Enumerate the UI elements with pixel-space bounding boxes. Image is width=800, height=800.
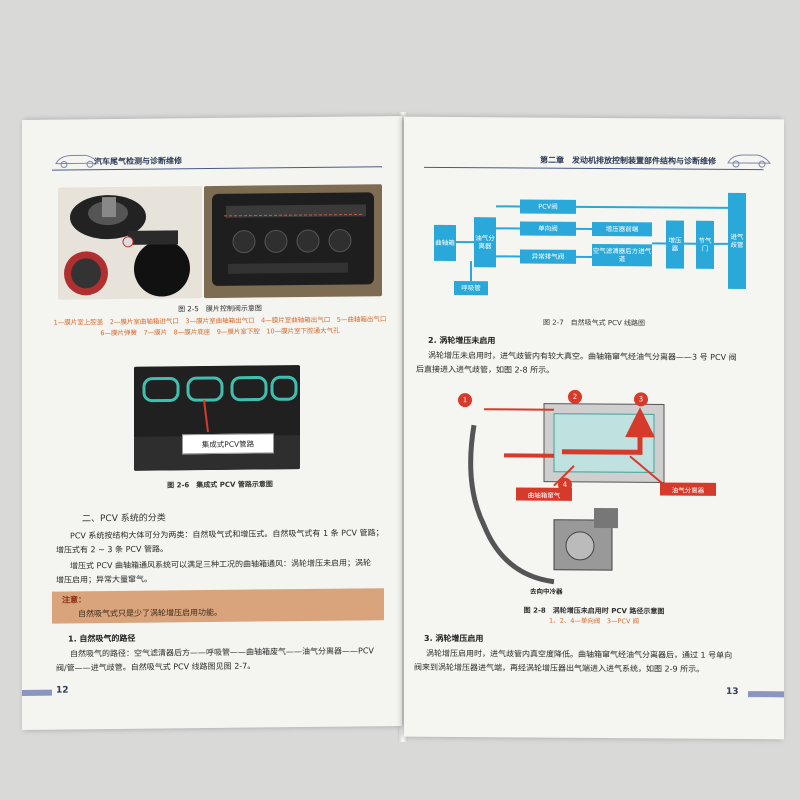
- car-icon: [55, 154, 99, 169]
- flow-intake-manifold: 进气歧管: [728, 192, 746, 290]
- flow-throttle: 节气门: [696, 220, 714, 269]
- para3b: 阀/管——进气歧管。自然吸气式 PCV 线路图见图 2-7。: [56, 661, 256, 673]
- section-title: 二、PCV 系统的分类: [82, 513, 166, 525]
- marker-1: 1: [458, 393, 472, 408]
- valve-cover-photo: [204, 184, 382, 299]
- subsection-2: 2. 涡轮增压未启用: [428, 335, 496, 346]
- fig27-caption: 图 2-7 自然吸气式 PCV 线路图: [542, 318, 645, 328]
- right-page: 第二章 发动机排放控制装置部件结构与诊断维修 曲轴箱 油气分离器 PCV阀 单向…: [404, 116, 784, 740]
- flow-separator: 油气分离器: [474, 217, 496, 268]
- subsection-3: 3. 涡轮增压启用: [424, 633, 484, 644]
- flow-crankcase: 曲轴箱: [434, 224, 456, 262]
- diaphragm-valve-photo: [58, 186, 202, 300]
- running-header: 汽车尾气检测与诊断维修: [94, 156, 182, 167]
- fig25-legend-line2: 6—膜片弹簧 7—膜片 8—膜片底座 9—膜片室下腔 10—膜片室下腔通大气孔: [100, 326, 340, 338]
- page-number-left: 12: [56, 685, 69, 696]
- flow-abnormal-valve: 异常排气阀: [520, 249, 576, 264]
- subsection-1: 1. 自然吸气的路径: [68, 633, 136, 644]
- marker-3: 3: [634, 392, 648, 407]
- para2b: 增压启用；异常大量窜气。: [56, 574, 152, 585]
- label-crankcase-blowby: 曲轴箱窜气: [516, 487, 572, 501]
- flow-filter-inlet: 空气滤清器后方进气道: [592, 243, 652, 267]
- book-spine: [398, 112, 408, 742]
- note-label: 注意：: [62, 595, 86, 605]
- para5b: 阀来到涡轮增压器进气端，再经涡轮增压器出气端进入进气系统，如图 2-9 所示。: [414, 662, 705, 674]
- turbo-off-diagram: 1 2 3 4 曲轴箱窜气 油气分离器 去向中冷器: [444, 385, 744, 601]
- pcv-flow-diagram: 曲轴箱 油气分离器 PCV阀 单向阀 异常排气阀 呼吸管 增压器前端 空气滤清器…: [434, 177, 764, 309]
- para1b: 增压式有 2 ~ 3 条 PCV 管路。: [56, 544, 169, 555]
- label-to-intercooler: 去向中冷器: [530, 587, 563, 596]
- para4b: 后直接进入进气歧管，如图 2-8 所示。: [416, 364, 555, 375]
- page-tab-right: [748, 691, 784, 698]
- integrated-pcv-photo: [134, 365, 300, 471]
- note-box: 注意： 自然吸气式只是少了涡轮增压启用功能。: [52, 588, 384, 624]
- fig25-caption: 图 2-5 膜片控制阀示意图: [178, 304, 262, 314]
- fig28-legend: 1、2、4—单向阀 3—PCV 阀: [548, 616, 639, 626]
- flow-turbo: 增压器: [666, 220, 684, 269]
- header-rule: [424, 166, 764, 171]
- marker-2: 2: [568, 389, 582, 404]
- note-text: 自然吸气式只是少了涡轮增压启用功能。: [78, 607, 222, 619]
- fig26-caption: 图 2-6 集成式 PCV 管路示意图: [167, 480, 273, 490]
- page-number-right: 13: [726, 686, 739, 698]
- car-icon: [727, 154, 771, 168]
- left-page: 汽车尾气检测与诊断维修 图 2-5 膜片控制阀示意图 1—膜片室上腔盖 2—膜片…: [22, 116, 402, 730]
- fig26-label: 集成式PCV管路: [182, 433, 274, 455]
- running-header: 第二章 发动机排放控制装置部件结构与诊断维修: [540, 155, 716, 166]
- flow-pcv-valve: PCV阀: [520, 199, 576, 214]
- flow-compressor-front: 增压器前端: [592, 221, 652, 237]
- label-oil-separator: 油气分离器: [660, 482, 716, 496]
- flow-check-valve: 单向阀: [520, 221, 576, 236]
- flow-breather: 呼吸管: [454, 281, 488, 296]
- page-tab-left: [22, 689, 52, 696]
